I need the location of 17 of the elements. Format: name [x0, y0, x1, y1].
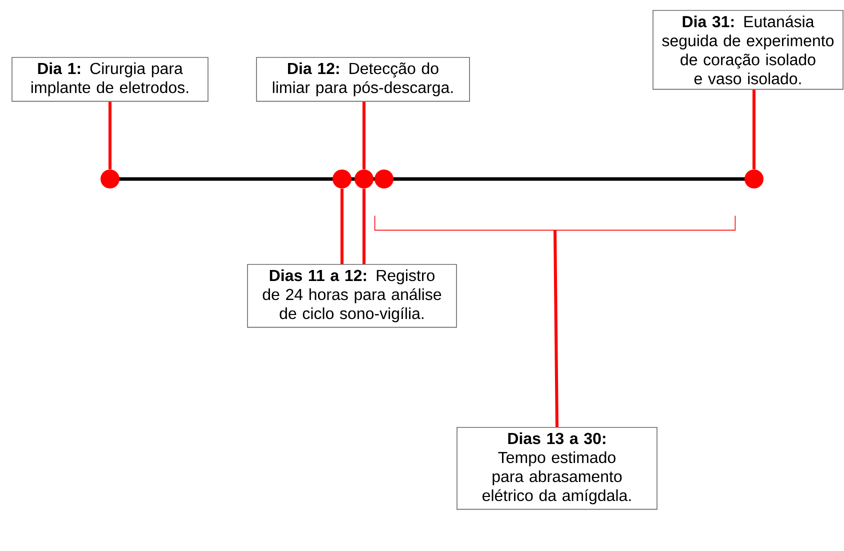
- event-box: Dias 13 a 30: Tempo estimado para abrasamento elétrico da amígdala.: [456, 426, 658, 510]
- connector-line: [362, 102, 366, 170]
- event-box: Dias 11 a 12: Registro de 24 horas para análise de ciclo sono-vigília.: [247, 264, 457, 328]
- timeline-dot: [374, 170, 394, 188]
- event-box: Dia 1: Cirurgia para implante de eletrodos.: [12, 57, 208, 102]
- connector-line: [554, 230, 558, 427]
- connector-line: [340, 188, 344, 264]
- timeline-dot: [100, 170, 120, 188]
- connector-line: [362, 188, 366, 264]
- range-bracket: [374, 215, 736, 231]
- event-box: Dia 12: Detecção do limiar para pós-descarga.: [256, 57, 470, 102]
- timeline-dot: [354, 170, 374, 188]
- timeline-dot: [332, 170, 352, 188]
- event-box: Dia 31: Eutanásia seguida de experimento de coração isolado e vaso isolado.: [652, 10, 844, 90]
- connector-line: [752, 90, 756, 170]
- timeline-dot: [744, 170, 764, 188]
- connector-line: [108, 102, 112, 170]
